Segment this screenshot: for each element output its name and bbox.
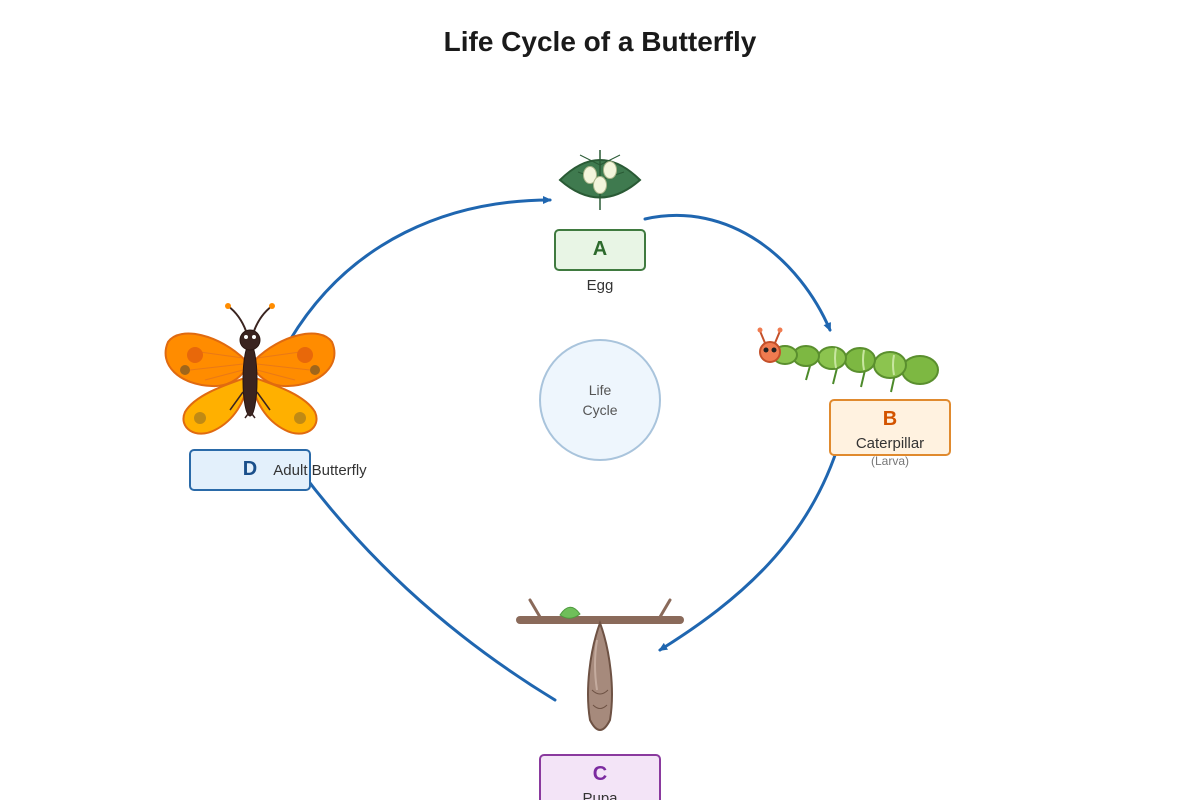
caterpillar-icon [757,327,939,393]
arrow-butterfly-to-egg [288,196,552,342]
arrow-egg-to-caterpillar [643,213,832,332]
stage-a-box [554,229,646,271]
stage-b-subtitle: (Larva) [871,454,909,468]
stage-b-caterpillar: B Caterpillar (Larva) [829,399,951,468]
stage-b-letter: B [883,408,897,430]
butterfly-icon [164,303,336,435]
stage-d-butterfly: D Adult Butterfly [189,449,367,491]
egg-leaf-icon [558,150,642,210]
stage-d-letter: D [243,458,257,480]
center-circle: Life Cycle [539,339,661,461]
chrysalis-icon [516,598,684,731]
stage-a-letter: A [593,238,607,260]
stage-a-egg: A Egg [554,229,646,294]
page-title: Life Cycle of a Butterfly [444,26,757,57]
center-label-line2: Cycle [582,402,617,418]
stage-c-name: Pupa [582,790,618,800]
stage-d-name: Adult Butterfly [273,462,367,479]
arrow-pupa-to-butterfly [298,468,557,702]
stage-c-pupa: C Pupa [539,754,661,800]
arrow-caterpillar-to-pupa [658,438,842,652]
stage-a-name: Egg [587,277,614,294]
stage-c-letter: C [593,763,607,785]
stage-c-box [539,754,661,800]
stage-b-name: Caterpillar [856,435,924,452]
center-label-line1: Life [589,382,612,398]
stage-d-box [189,449,311,491]
stage-b-box [829,399,951,456]
